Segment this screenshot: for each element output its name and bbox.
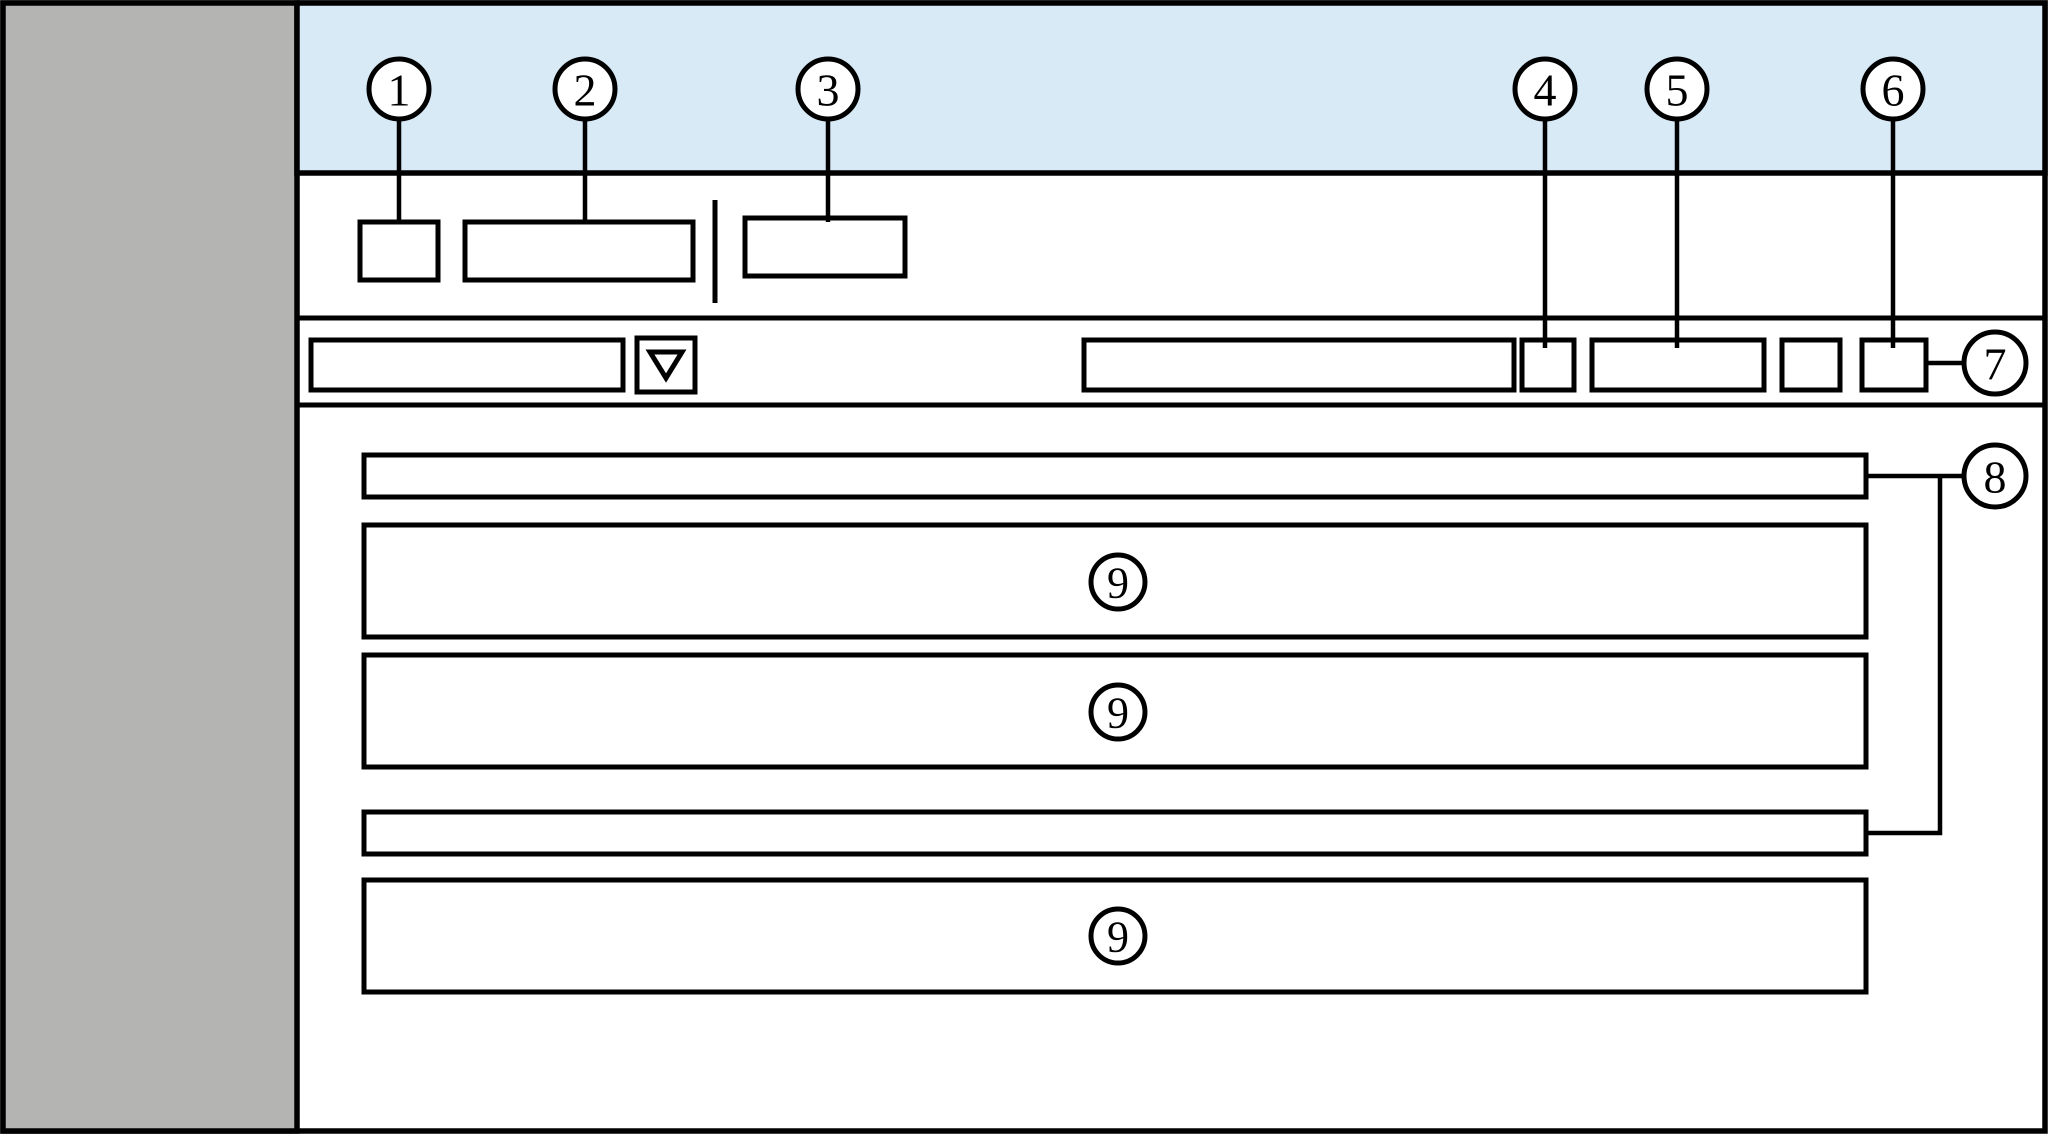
- callout-number: 9: [1107, 913, 1129, 962]
- callout-number: 2: [574, 65, 597, 116]
- callout-circle: [1860, 56, 1926, 122]
- callout-7: 7: [1961, 329, 2029, 397]
- callout-number: 9: [1107, 559, 1129, 608]
- chevron-down-icon: [645, 349, 687, 383]
- callout-circle: [1088, 682, 1148, 742]
- callout-4: 4: [1512, 56, 1578, 122]
- callout-circle: [1512, 56, 1578, 122]
- callout-number: 5: [1666, 65, 1689, 116]
- callout-5: 5: [1644, 56, 1710, 122]
- callout-circle: [1088, 552, 1148, 612]
- callout-circle: [1961, 329, 2029, 397]
- callout-number: 8: [1984, 452, 2007, 503]
- callout-6: 6: [1860, 56, 1926, 122]
- callout-9-row-2: 9: [1088, 682, 1148, 742]
- callout-number: 3: [817, 65, 840, 116]
- section-header-row[interactable]: [361, 809, 1869, 857]
- callout-3: 3: [795, 56, 861, 122]
- compact-icon-button[interactable]: [1779, 337, 1843, 393]
- overflow-menu-button[interactable]: [1859, 337, 1929, 393]
- callout-8: 8: [1961, 442, 2029, 510]
- wide-button[interactable]: [462, 219, 696, 283]
- search-input[interactable]: [1081, 337, 1517, 393]
- callout-circle: [795, 56, 861, 122]
- callout-number: 1: [388, 65, 411, 116]
- callout-1: 1: [366, 56, 432, 122]
- callout-circle: [1961, 442, 2029, 510]
- dropdown-toggle-button[interactable]: [634, 335, 698, 395]
- callout-2: 2: [552, 56, 618, 122]
- left-navigation-sidebar[interactable]: [0, 0, 300, 1134]
- callout-circle: [1644, 56, 1710, 122]
- callout-number: 9: [1107, 689, 1129, 738]
- icon-button[interactable]: [357, 219, 441, 283]
- callout-number: 6: [1882, 65, 1905, 116]
- filter-text-field[interactable]: [308, 337, 626, 393]
- callout-number: 4: [1534, 65, 1557, 116]
- callout-number: 7: [1984, 339, 2007, 390]
- callout-circle: [366, 56, 432, 122]
- secondary-button[interactable]: [742, 215, 908, 279]
- callout-9-row-3: 9: [1088, 906, 1148, 966]
- callout-circle: [1088, 906, 1148, 966]
- callout-9-row-1: 9: [1088, 552, 1148, 612]
- callout-leader-8-lower: [1866, 476, 1943, 836]
- section-header-row[interactable]: [361, 452, 1869, 500]
- small-icon-button[interactable]: [1519, 337, 1577, 393]
- callout-circle: [552, 56, 618, 122]
